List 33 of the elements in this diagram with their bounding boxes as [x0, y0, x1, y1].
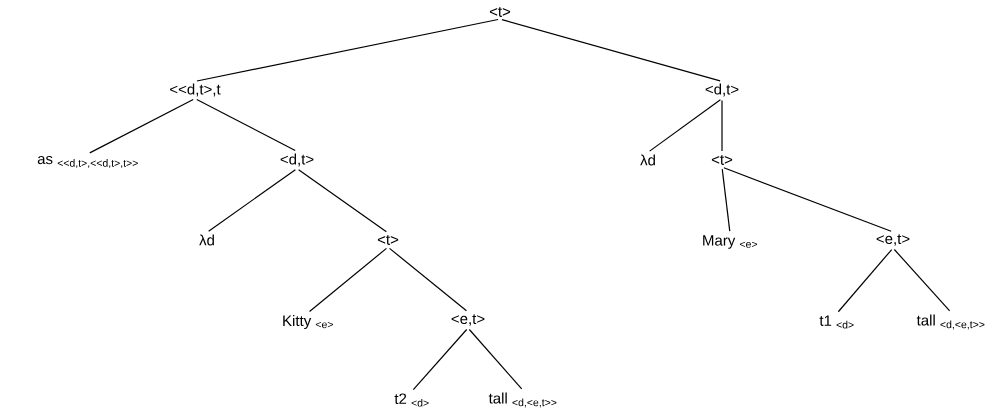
tree-branch [298, 169, 387, 233]
tree-branch [837, 248, 893, 313]
tree-branch [208, 169, 296, 232]
tree-branch [468, 328, 523, 390]
tree-label: <t> [711, 155, 733, 165]
tree-label: Mary $_{<e>}$ [703, 235, 758, 249]
tree-branch [196, 18, 499, 82]
tree-branch [723, 167, 892, 232]
tree-label: tall $_{<d,<e,t>>}$ [488, 392, 557, 408]
tree-label: <<d,t>,t [170, 83, 221, 97]
tree-branch [412, 328, 468, 391]
tree-label: λd [199, 234, 214, 246]
tree-branch [308, 247, 388, 313]
tree-branch [196, 98, 296, 152]
tree-label: <d,t> [280, 153, 314, 167]
tree-label: <t> [489, 7, 511, 17]
tree-branch [501, 19, 721, 82]
tree-label: λd [640, 154, 655, 166]
tree-branch [721, 168, 731, 232]
tree-label: t1 $_{<d>}$ [819, 315, 854, 329]
tree-branch [721, 100, 723, 152]
tree-label: tall $_{<d,<e,t>>}$ [916, 314, 985, 330]
tree-branch [893, 248, 951, 312]
tree-label: <t> [377, 235, 399, 245]
tree-label: <e,t> [451, 314, 485, 326]
tree-branch [89, 98, 194, 154]
tree-label: Kitty $_{<e>}$ [283, 315, 333, 329]
tree-branch [649, 99, 721, 152]
tree-label: t2 $_{<d>}$ [394, 393, 429, 407]
tree-label: <d,t> [705, 83, 739, 97]
tree-label: as $_{<<d,t>,<<d,t>,t>>}$ [37, 156, 138, 169]
tree-branch [388, 247, 468, 312]
tree-label: <e,t> [876, 234, 910, 246]
